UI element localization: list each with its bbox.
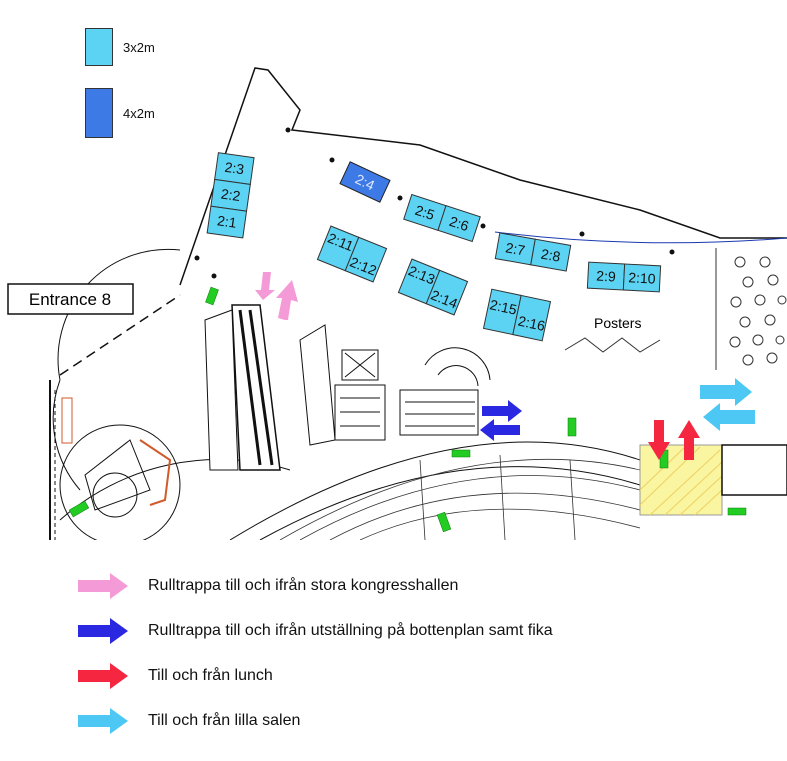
cyan-arrow-icon: [78, 708, 128, 734]
booth-large-label: 4x2m: [123, 106, 155, 121]
booth-group-2-7-2-8: 2:7 2:8: [494, 232, 572, 272]
booth-2-6[interactable]: [437, 205, 481, 243]
booth-label-2-16: 2:16: [517, 313, 547, 334]
booth-2-4[interactable]: [339, 161, 391, 203]
booth-2-14[interactable]: [425, 269, 469, 316]
booth-label-2-8: 2:8: [540, 246, 562, 265]
size-key-4x2: 4x2m: [85, 88, 155, 138]
floor-map: Entrance 8 2:3 2:2 2:1 2:4 2:5 2:6 2:7 2…: [7, 67, 787, 540]
legend-row-red: Till och från lunch: [78, 663, 273, 689]
booth-label-2-2: 2:2: [220, 186, 242, 205]
red-arrows: [648, 420, 700, 460]
booth-small-label: 3x2m: [123, 40, 155, 55]
spiral-area: [54, 390, 181, 540]
legend-label-pink: Rulltrappa till och ifrån stora kongress…: [148, 577, 459, 594]
booth-label-2-10: 2:10: [628, 269, 656, 286]
posters-label: Posters: [594, 315, 641, 331]
blue-arrow-icon: [78, 618, 128, 644]
venue-walls: [49, 67, 787, 540]
legend-row-pink: Rulltrappa till och ifrån stora kongress…: [78, 573, 458, 599]
poster-boards: [564, 337, 661, 353]
cyan-arrows: [700, 378, 755, 431]
booth-group-2-4: 2:4: [339, 161, 391, 203]
right-building-wall: [721, 444, 787, 496]
booth-2-16[interactable]: [512, 294, 552, 342]
escalator-main: [204, 304, 281, 471]
entrance-label: Entrance 8: [29, 290, 111, 309]
size-key-3x2: 3x2m: [85, 28, 155, 66]
booth-2-8[interactable]: [530, 238, 572, 272]
blue-arrows: [480, 400, 522, 441]
legend-label-cyan: Till och från lilla salen: [148, 712, 301, 729]
lunch-hatch: [639, 446, 723, 516]
booth-label-2-1: 2:1: [216, 212, 238, 231]
booth-label-2-5: 2:5: [413, 202, 437, 223]
booth-group-2-1-to-2-3: 2:3 2:2 2:1: [206, 152, 255, 239]
booth-label-2-4: 2:4: [353, 171, 378, 194]
lunch-area[interactable]: [639, 444, 723, 516]
booth-label-2-15: 2:15: [488, 296, 518, 317]
booth-label-2-3: 2:3: [224, 159, 246, 178]
booth-label-2-7: 2:7: [504, 239, 526, 258]
seating-tables: [715, 248, 787, 370]
booth-2-12[interactable]: [344, 236, 388, 283]
booth-group-2-5-2-6: 2:5 2:6: [403, 193, 481, 243]
booth-group-2-13-2-14: 2:13 2:14: [397, 258, 469, 316]
legend-label-red: Till och från lunch: [148, 667, 273, 684]
pink-arrows: [255, 272, 298, 320]
auditorium-rows: [279, 454, 641, 540]
booth-group-2-9-2-10: 2:9 2:10: [586, 261, 662, 293]
booth-group-2-11-2-12: 2:11 2:12: [316, 225, 388, 283]
columns: [194, 127, 675, 279]
booth-label-2-6: 2:6: [447, 213, 471, 234]
booth-2-1[interactable]: [206, 205, 248, 239]
pink-arrow-icon: [78, 573, 128, 599]
legend-label-blue: Rulltrappa till och ifrån utställning på…: [148, 622, 553, 639]
legend-row-cyan: Till och från lilla salen: [78, 708, 300, 734]
booth-large-swatch: [85, 88, 113, 138]
escalator-mid: [299, 324, 491, 446]
booth-label-2-9: 2:9: [596, 268, 616, 285]
booth-2-10[interactable]: [622, 263, 662, 293]
entrance-box[interactable]: [7, 283, 134, 315]
booth-small-swatch: [85, 28, 113, 66]
red-arrow-icon: [78, 663, 128, 689]
legend-row-blue: Rulltrappa till och ifrån utställning på…: [78, 618, 553, 644]
booth-group-2-15-2-16: 2:15 2:16: [482, 288, 552, 342]
exit-markers: [68, 286, 747, 533]
